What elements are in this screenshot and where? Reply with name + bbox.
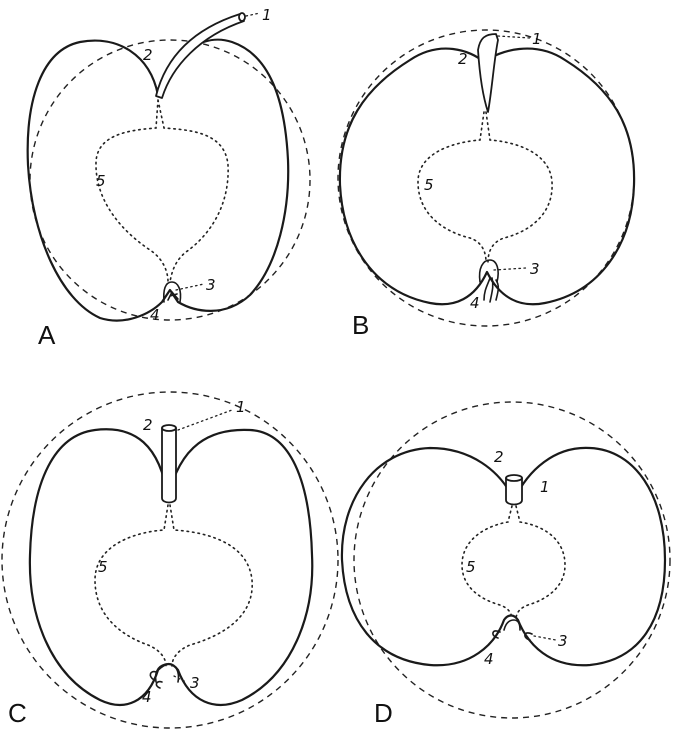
- panel-b-leader-1: [498, 36, 530, 38]
- panel-d: 1 2 5 3 4 D: [342, 402, 670, 728]
- panel-a-label-cavity: 2: [143, 46, 153, 64]
- panel-d-label-eye: 3: [558, 632, 568, 650]
- panel-a-letter: A: [38, 320, 56, 350]
- panel-d-core: [462, 506, 565, 618]
- panel-b-stem: [478, 34, 498, 112]
- panel-d-label-calyx: 4: [484, 650, 494, 668]
- panel-d-label-stem: 1: [540, 478, 550, 496]
- panel-d-leader-3: [534, 636, 556, 640]
- panel-c-label-calyx: 4: [142, 688, 152, 706]
- panel-b-core: [418, 112, 552, 262]
- panel-a-label-core: 5: [96, 172, 106, 190]
- panel-d-apple-outline: [342, 448, 665, 665]
- panel-c-label-core: 5: [98, 558, 108, 576]
- panel-b-label-calyx: 4: [470, 294, 480, 312]
- panel-b-label-cavity: 2: [458, 50, 468, 68]
- panel-a-apple-outline: [28, 40, 289, 321]
- panel-b-label-stem: 1: [532, 30, 542, 48]
- panel-a-label-stem: 1: [262, 6, 272, 24]
- panel-d-letter: D: [374, 698, 393, 728]
- panel-a-label-calyx: 4: [150, 306, 160, 324]
- panel-b-letter: B: [352, 310, 369, 340]
- panel-c-stem-end: [162, 425, 176, 431]
- panel-c-label-cavity: 2: [143, 416, 153, 434]
- panel-d-eye-cavity: [504, 620, 520, 630]
- panel-b-leader-3: [494, 268, 526, 270]
- panel-a-stem: [156, 14, 244, 98]
- panel-a-core: [96, 100, 228, 282]
- panel-a-stem-end: [239, 13, 245, 21]
- panel-c-leader-1: [178, 410, 232, 430]
- panel-c-stem: [162, 428, 176, 503]
- panel-b-calyx: [484, 278, 498, 302]
- panel-c-letter: C: [8, 698, 27, 728]
- panel-b: 1 2 5 3 4 B: [338, 30, 634, 340]
- panel-d-label-cavity: 2: [494, 448, 504, 466]
- panel-d-label-core: 5: [466, 558, 476, 576]
- panel-c-core: [95, 505, 252, 666]
- panel-c-label-eye: 3: [190, 674, 200, 692]
- panel-c-eye-cavity: [156, 664, 179, 682]
- panel-d-stem: [506, 478, 522, 505]
- panel-c: 1 2 5 3 4 C: [2, 392, 338, 728]
- panel-d-dashed-circle: [354, 402, 670, 718]
- panel-b-label-core: 5: [424, 176, 434, 194]
- panel-c-label-stem: 1: [236, 398, 246, 416]
- panel-a-label-eye: 3: [206, 276, 216, 294]
- panel-b-label-eye: 3: [530, 260, 540, 278]
- panel-d-stem-end: [506, 475, 522, 481]
- panel-a: 1 2 5 3 4 A: [28, 6, 310, 350]
- panel-a-leader-1: [246, 13, 260, 16]
